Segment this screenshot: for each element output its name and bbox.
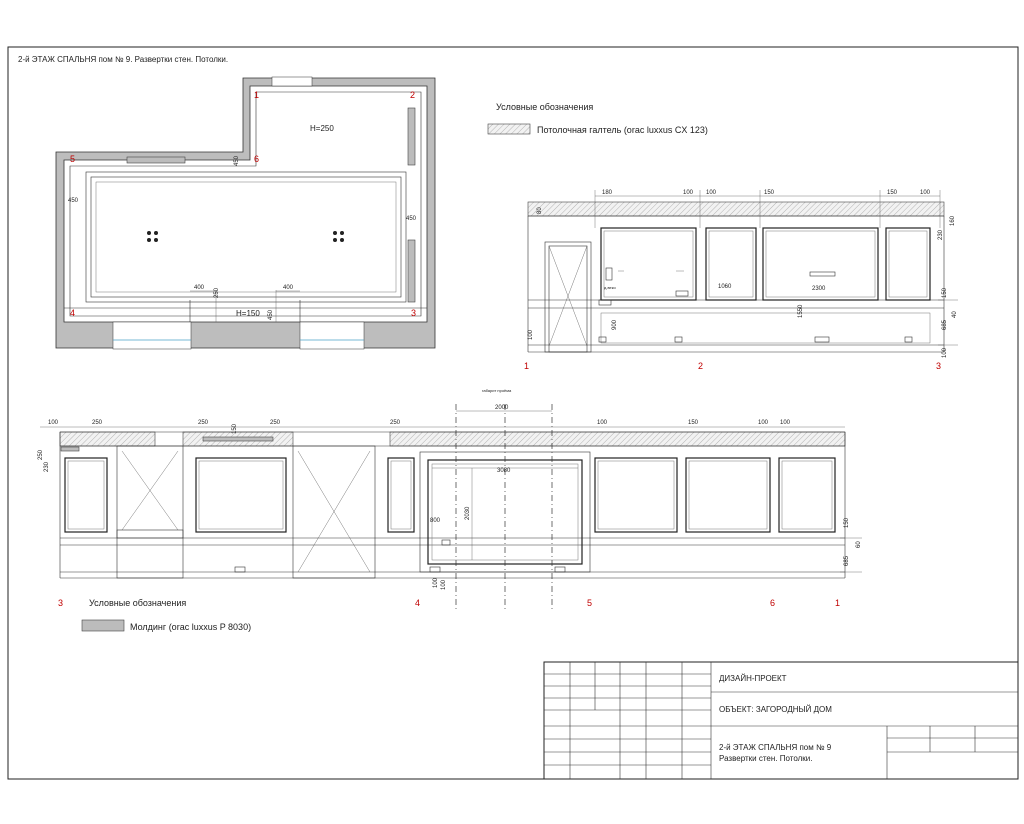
elev1-dim-top-5: 100: [920, 190, 931, 196]
elev2-dim-3080: 3080: [497, 468, 511, 474]
elev1-dim-160: 160: [950, 215, 956, 226]
plan-mark-4: 4: [70, 308, 75, 318]
elev2-dim-top-4: 250: [270, 420, 281, 426]
elev1-mark-1: 1: [524, 361, 529, 371]
tb-project: ДИЗАЙН-ПРОЕКТ: [719, 674, 787, 683]
elev1-dim-900: 900: [612, 319, 618, 330]
elev2-dim-2030: 2030: [465, 506, 471, 520]
elevation-2: габарит проёма 2000 3080 2030 800 100 25…: [38, 388, 862, 612]
plan-dim-400-b: 400: [283, 285, 294, 291]
tb-sheet-line1: 2-й ЭТАЖ СПАЛЬНЯ пом № 9: [719, 743, 832, 752]
elev1-dim-1550: 1550: [798, 304, 804, 318]
tb-object: ОБЪЕКТ: ЗАГОРОДНЫЙ ДОМ: [719, 705, 832, 714]
legend-top: Условные обозначения Потолочная галтель …: [487, 102, 708, 135]
plan-dim-250: 250: [214, 287, 220, 298]
elev1-mark-2: 2: [698, 361, 703, 371]
plan-light-bar-right-bottom: [407, 239, 416, 303]
elev1-dim-1060: 1060: [718, 284, 732, 290]
plan-dim-450-low: 450: [268, 309, 274, 320]
plan-light-bar-right-top: [407, 107, 416, 166]
elev1-dim-685: 685: [942, 319, 948, 330]
legend-bottom-item: Молдинг (orac luxxus P 8030): [130, 622, 251, 632]
plan-light-bar-left: [126, 156, 186, 164]
elev1-dim-top-1: 100: [683, 190, 694, 196]
plan-ceiling-height-lower: H=150: [236, 309, 260, 318]
legend-cornice-swatch: [487, 123, 531, 135]
plan-mark-3: 3: [411, 308, 416, 318]
plan-door-opening: [271, 76, 313, 87]
plan-mark-2: 2: [410, 90, 415, 100]
elev2-dim-top-9: 100: [780, 420, 791, 426]
elev2-dim-top-7: 150: [688, 420, 699, 426]
title-block: ДИЗАЙН-ПРОЕКТ ОБЪЕКТ: ЗАГОРОДНЫЙ ДОМ 2-й…: [543, 661, 1019, 780]
elev2-mark-5: 5: [587, 598, 592, 608]
elev1-dim-100-right: 100: [942, 347, 948, 358]
plan-ceiling-height-upper: H=250: [310, 124, 334, 133]
plan-walls: [55, 77, 436, 349]
legend-top-title: Условные обозначения: [496, 102, 593, 112]
elev1-dim-top-3: 150: [764, 190, 775, 196]
plan-mark-5: 5: [70, 154, 75, 164]
plan-chandelier-right: [333, 231, 344, 242]
elev1-mark-3: 3: [936, 361, 941, 371]
plan-mark-1: 1: [254, 90, 259, 100]
elev2-dim-685: 685: [844, 555, 850, 566]
elev1-dim-top-0: 180: [602, 190, 613, 196]
plan-dim-450-right: 450: [406, 216, 417, 222]
elev1-door: [544, 241, 592, 353]
elev2-mark-3: 3: [58, 598, 63, 608]
elev2-dim-100-a: 100: [433, 577, 439, 588]
elev1-dim-top-2: 100: [706, 190, 717, 196]
elev2-dim-250: 250: [38, 449, 44, 460]
elev1-note-small: д.веко: [604, 285, 617, 290]
elev1-dim-40: 40: [952, 311, 958, 318]
elev2-dim-60: 60: [856, 541, 862, 548]
legend-bottom: Условные обозначения Молдинг (orac luxxu…: [81, 598, 251, 632]
legend-bottom-title: Условные обозначения: [89, 598, 186, 608]
elev2-mark-6: 6: [770, 598, 775, 608]
elev2-dim-top-2: 250: [198, 420, 209, 426]
elev2-dim-top-8: 100: [758, 420, 769, 426]
sheet-frame: [7, 46, 1019, 780]
elev1-dim-top-4: 150: [887, 190, 898, 196]
elev2-dim-top-6: 100: [597, 420, 608, 426]
plan-window-left: [112, 321, 192, 350]
plan-mark-6: 6: [254, 154, 259, 164]
plan-dim-450-left: 450: [68, 198, 79, 204]
elev1-cornice: [527, 201, 945, 217]
elev1-dim-100: 100: [528, 329, 534, 340]
elev2-dim-top-5: 250: [390, 420, 401, 426]
elev2-dim-top-1: 250: [92, 420, 103, 426]
elev1-dim-230: 230: [938, 229, 944, 240]
elev2-dim-top-3: 150: [232, 423, 238, 434]
elev2-dim-800: 800: [430, 518, 441, 524]
plan-chandelier-left: [147, 231, 158, 242]
legend-top-item: Потолочная галтель (orac luxxus CX 123): [537, 125, 708, 135]
elev1-dim-150: 150: [942, 287, 948, 298]
sheet-title: 2-й ЭТАЖ СПАЛЬНЯ пом № 9. Развертки стен…: [18, 55, 228, 64]
elev2-dim-150: 150: [844, 517, 850, 528]
elev2-dim-2000: 2000: [495, 405, 509, 411]
elev2-dim-230: 230: [44, 461, 50, 472]
elevation-1: д.веко 180 100 100 150 150 100 80 230 16…: [524, 190, 958, 371]
elev1-dim-80: 80: [537, 207, 543, 214]
plan-dim-450-mid: 450: [234, 155, 240, 166]
elev2-note: габарит проёма: [482, 388, 512, 393]
plan-dim-400-a: 400: [194, 285, 205, 291]
elev1-dim-2300: 2300: [812, 286, 826, 292]
tb-sheet-line2: Развертки стен. Потолки.: [719, 754, 812, 763]
plan-window-right: [299, 321, 365, 350]
legend-molding-swatch: [81, 619, 125, 632]
elev2-dim-top-0: 100: [48, 420, 59, 426]
elev2-dim-100-b: 100: [441, 579, 447, 590]
elev2-mark-4: 4: [415, 598, 420, 608]
elev2-mark-1: 1: [835, 598, 840, 608]
ceiling-plan: 1 2 3 4 5 6 H=250 H=150 450 450 450 400 …: [55, 76, 436, 350]
